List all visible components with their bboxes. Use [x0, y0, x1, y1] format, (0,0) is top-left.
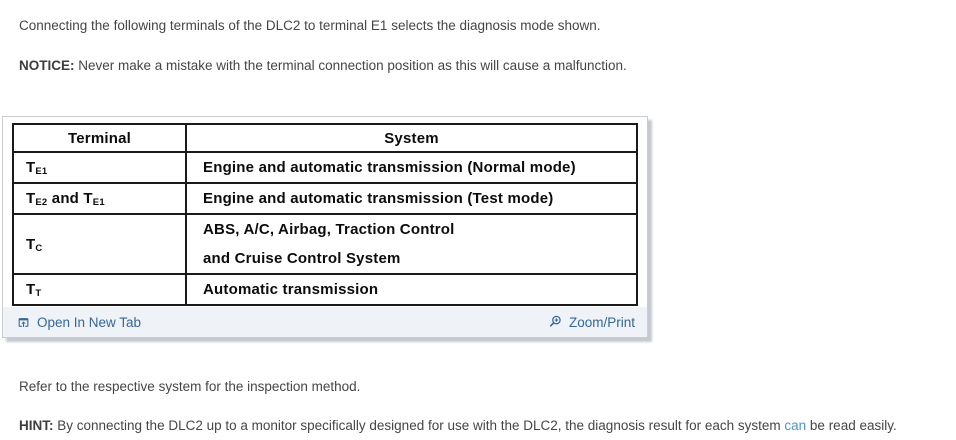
notice-label: NOTICE:	[19, 58, 75, 73]
terminal-cell: TE1	[12, 151, 187, 184]
zoom-print-link[interactable]: Zoom/Print	[548, 315, 635, 330]
figure-footer: Open In New Tab Zoom/Print	[3, 307, 647, 337]
hint-paragraph: HINT: By connecting the DLC2 up to a mon…	[0, 395, 956, 434]
terminal-cell: TE2 and TE1	[12, 182, 187, 215]
terminal-cell: TC	[12, 213, 187, 275]
terminal-cell: TT	[12, 273, 187, 306]
refer-paragraph: Refer to the respective system for the i…	[19, 379, 361, 394]
hint-label: HINT:	[19, 418, 54, 433]
intro-paragraph: Connecting the following terminals of th…	[19, 18, 601, 33]
system-cell: Engine and automatic transmission (Norma…	[185, 151, 638, 184]
hint-text-after: be read easily.	[806, 418, 897, 433]
system-cell: Automatic transmission	[185, 273, 638, 306]
zoom-print-label: Zoom/Print	[568, 314, 635, 330]
system-column-header: System	[185, 123, 638, 153]
system-cell: Engine and automatic transmission (Test …	[185, 182, 638, 215]
table-header-row: Terminal System	[12, 123, 638, 153]
can-link[interactable]: can	[784, 418, 807, 433]
terminal-column-header: Terminal	[12, 123, 187, 153]
hint-text-before: By connecting the DLC2 up to a monitor s…	[53, 418, 785, 433]
open-in-new-tab-icon	[17, 316, 30, 329]
magnifier-plus-icon	[548, 315, 562, 329]
notice-text: Never make a mistake with the terminal c…	[74, 58, 627, 73]
open-in-new-tab-label: Open In New Tab	[37, 314, 142, 330]
notice-paragraph: NOTICE: Never make a mistake with the te…	[0, 34, 956, 74]
open-in-new-tab-link[interactable]: Open In New Tab	[17, 315, 141, 330]
